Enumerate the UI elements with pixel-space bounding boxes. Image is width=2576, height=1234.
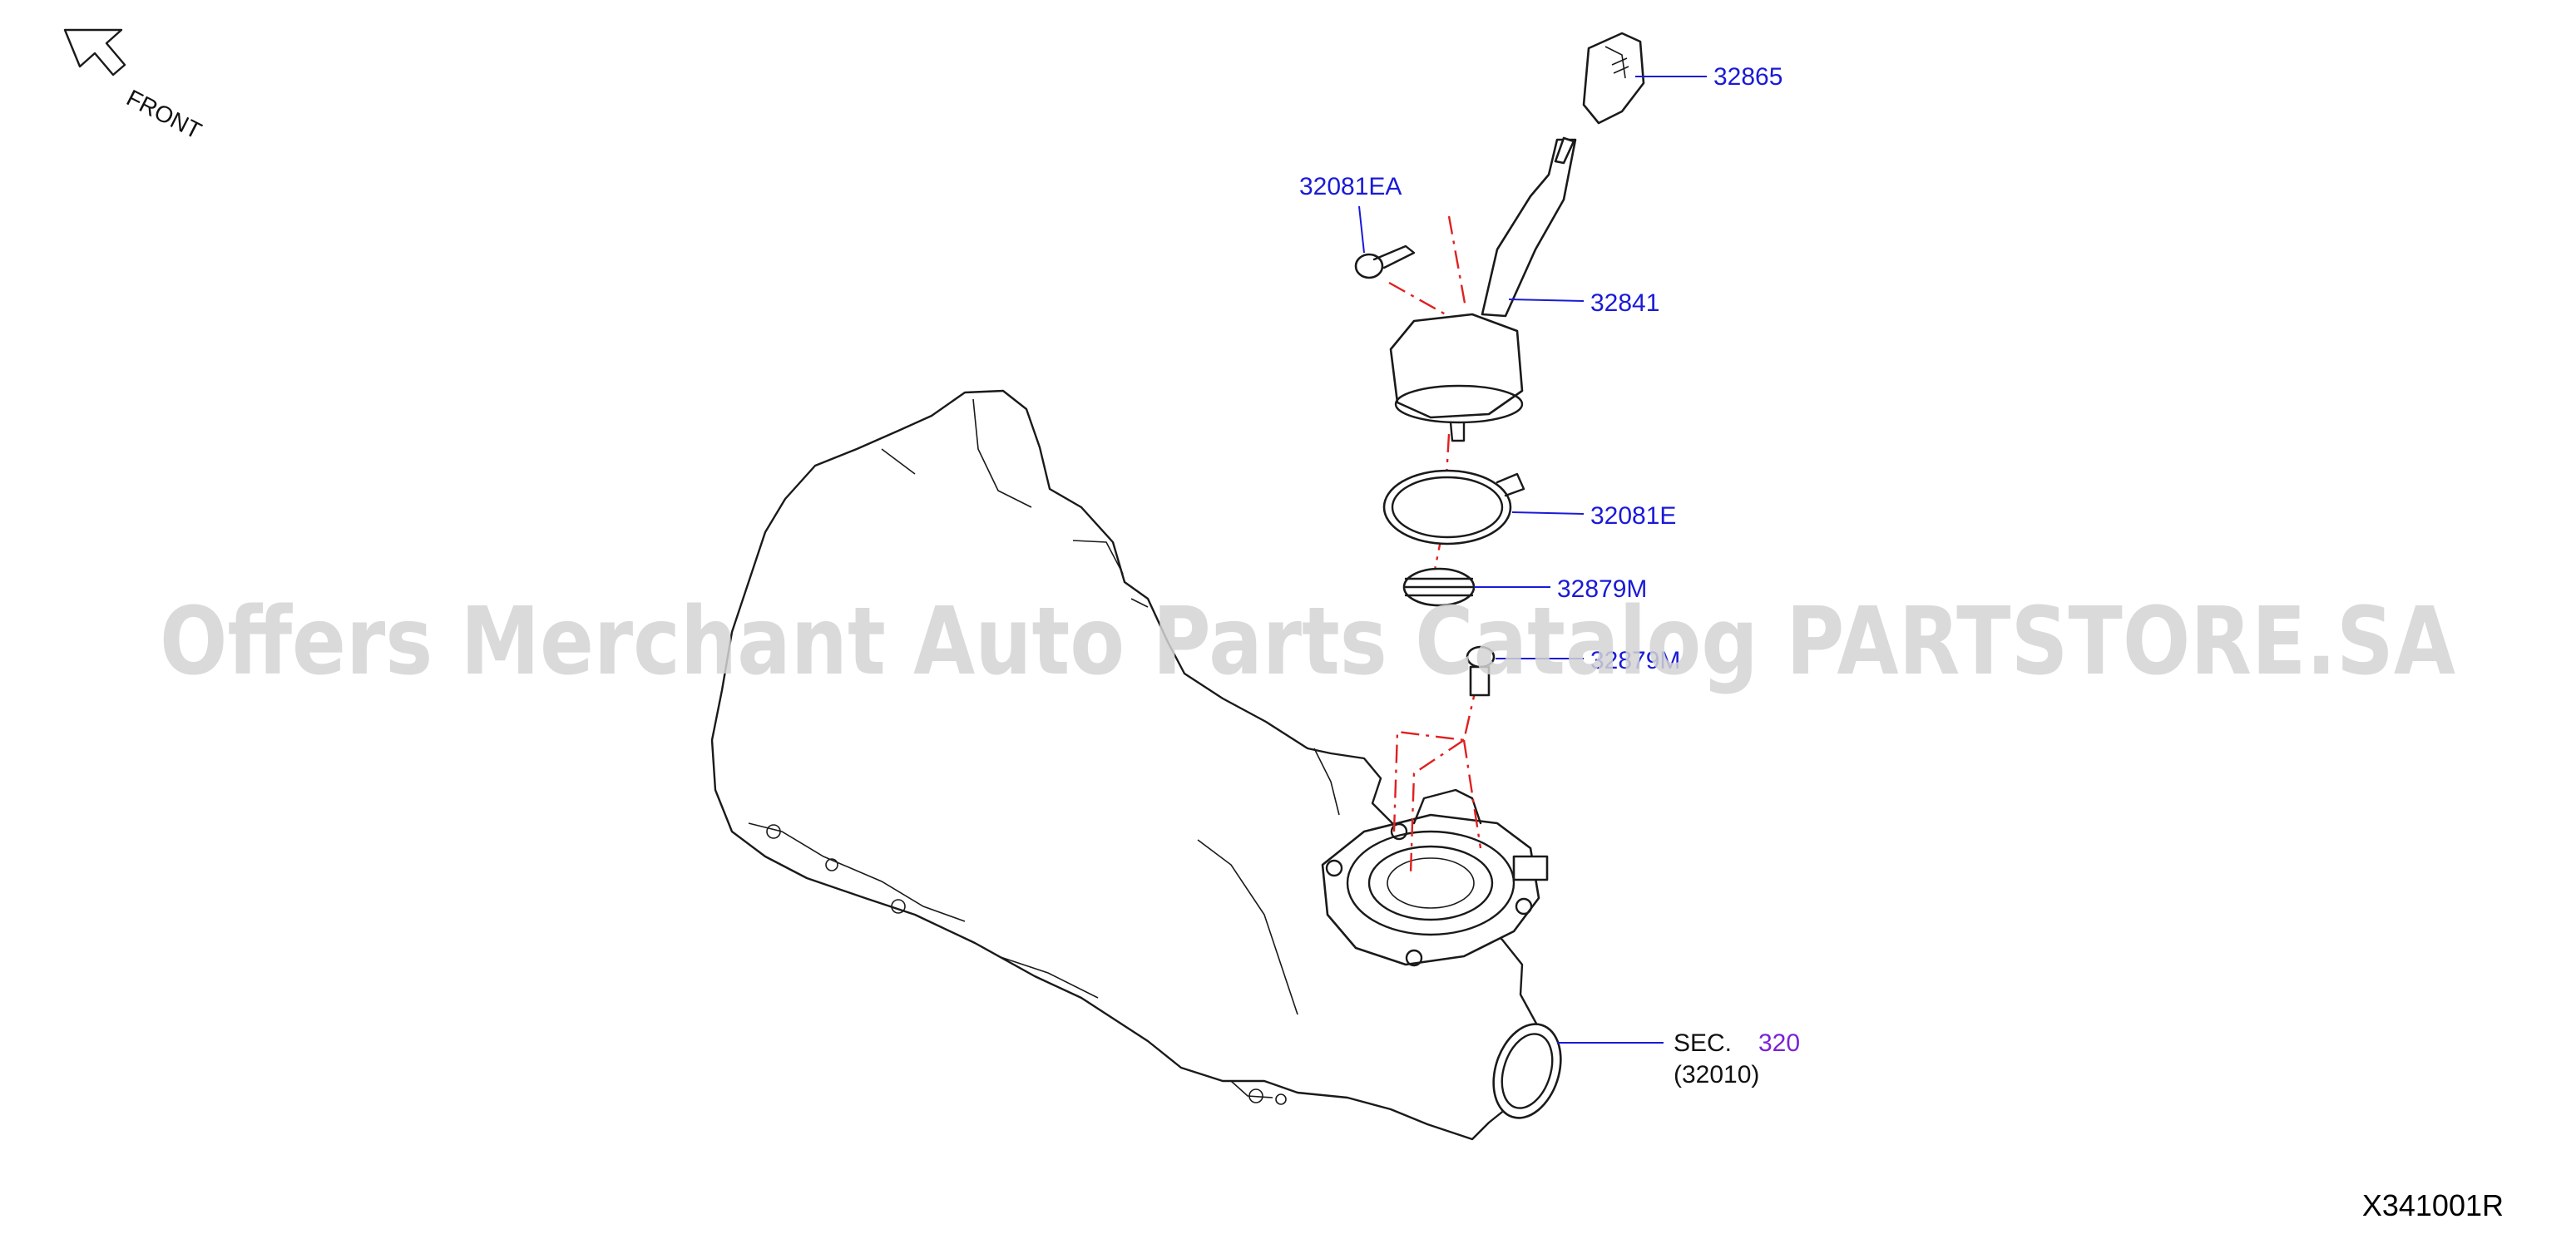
section-subcode: (32010)	[1674, 1061, 1759, 1088]
callout-lever: 32841	[1590, 289, 1659, 317]
transmission-housing	[710, 389, 1545, 1141]
callout-clip: 32081EA	[1299, 173, 1402, 200]
pivot-pin	[1466, 645, 1496, 697]
front-label: FRONT	[122, 85, 205, 144]
callout-spring: 32879M	[1557, 575, 1647, 603]
shift-lever	[1389, 136, 1577, 442]
return-spring	[1402, 567, 1476, 607]
output-flange	[1492, 1023, 1562, 1119]
band-clamp	[1382, 469, 1525, 545]
clip-part	[1354, 244, 1416, 279]
shifter-base-assembly	[1321, 788, 1549, 967]
callout-knob: 32865	[1713, 63, 1782, 91]
shift-knob	[1582, 32, 1645, 125]
watermark: Offers Merchant Auto Parts Catalog PARTS…	[160, 588, 2455, 696]
front-arrow-icon	[63, 28, 126, 77]
callout-leaders	[1358, 76, 1707, 1044]
section-number-link[interactable]: 320	[1758, 1029, 1800, 1057]
callout-band: 32081E	[1590, 502, 1676, 530]
section-prefix: SEC.	[1674, 1029, 1732, 1057]
diagram-code: X341001R	[2362, 1188, 2504, 1222]
callout-pin: 32879M	[1590, 647, 1680, 674]
